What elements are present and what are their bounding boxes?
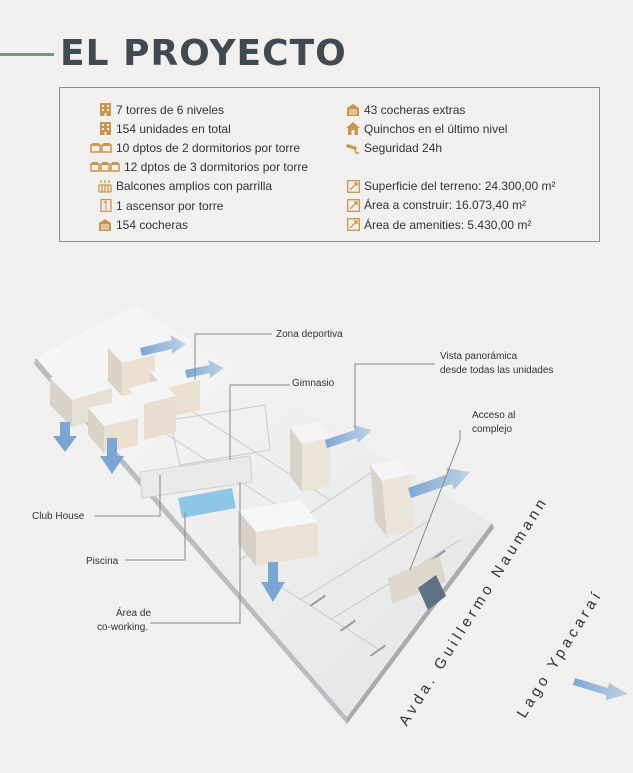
- club-house-building: [139, 455, 253, 499]
- bed-2-icon: [90, 142, 112, 154]
- area-icon: [338, 179, 360, 193]
- label-zona-deportiva: Zona deportiva: [276, 329, 343, 340]
- building-icon: [90, 122, 112, 136]
- feature-item: Superficie del terreno: 24.300,00 m²: [338, 177, 555, 196]
- garage-icon: [90, 218, 112, 231]
- feature-item: 10 dptos de 2 dormitorios por torre: [90, 138, 308, 157]
- security-camera-icon: [338, 142, 360, 154]
- label-coworking-line1: Área de: [116, 608, 152, 619]
- feature-item: 7 torres de 6 niveles: [90, 100, 308, 119]
- pool: [178, 488, 236, 518]
- access-gatehouse: [388, 556, 446, 604]
- title-accent-line: [0, 53, 54, 56]
- view-arrows: [140, 335, 628, 700]
- page-title: EL PROYECTO: [60, 33, 347, 74]
- feature-item: Quinchos en el último nivel: [338, 119, 555, 138]
- feature-item: 43 cocheras extras: [338, 100, 555, 119]
- site-platform-side: [347, 523, 494, 724]
- label-coworking-line2: co-working.: [97, 622, 149, 633]
- tower-icon: [90, 103, 112, 117]
- site-plan: Zona deportiva Gimnasio Vista panorámica…: [0, 260, 633, 768]
- house-icon: [338, 122, 360, 136]
- bed-3-icon: [90, 161, 120, 173]
- label-club-house: Club House: [32, 511, 85, 522]
- features-box: 7 torres de 6 niveles 154 unidades en to…: [59, 87, 600, 242]
- feature-item: 154 cocheras: [90, 215, 308, 234]
- feature-item: Seguridad 24h: [338, 138, 555, 157]
- features-left-column: 7 torres de 6 niveles 154 unidades en to…: [90, 100, 308, 234]
- label-gimnasio: Gimnasio: [292, 378, 335, 389]
- garage-icon: [338, 103, 360, 116]
- down-arrows: [53, 422, 285, 602]
- feature-item: 12 dptos de 3 dormitorios por torre: [90, 158, 308, 177]
- area-icon: [338, 218, 360, 231]
- feature-item: Área a construir: 16.073,40 m²: [338, 196, 555, 215]
- label-piscina: Piscina: [86, 556, 119, 567]
- balcony-grill-icon: [90, 179, 112, 193]
- callout-lines: [95, 333, 461, 624]
- area-icon: [338, 198, 360, 212]
- feature-item: Balcones amplios con parrilla: [90, 177, 308, 196]
- label-acceso-line2: complejo: [472, 424, 513, 435]
- label-vista-line1: Vista panorámica: [440, 351, 518, 362]
- features-right-column: 43 cocheras extras Quinchos en el último…: [338, 100, 555, 234]
- site-plan-render: [34, 305, 628, 724]
- elevator-icon: [90, 199, 112, 213]
- feature-item: Área de amenities: 5.430,00 m²: [338, 215, 555, 234]
- label-vista-line2: desde todas las unidades: [440, 365, 554, 376]
- feature-item: 154 unidades en total: [90, 119, 308, 138]
- tower-buildings: [50, 340, 415, 566]
- feature-item: 1 ascensor por torre: [90, 196, 308, 215]
- access-marker: [418, 575, 446, 610]
- label-acceso-line1: Acceso al: [472, 410, 516, 421]
